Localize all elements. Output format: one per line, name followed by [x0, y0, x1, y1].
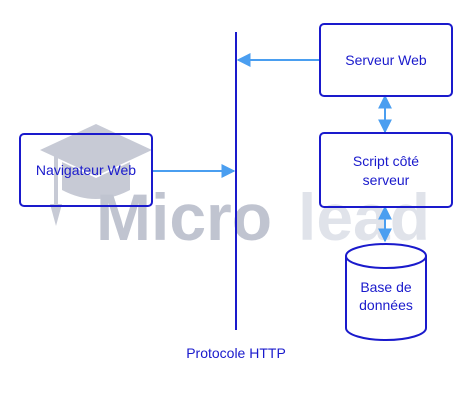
- database-label-line2: données: [359, 297, 413, 313]
- serveur-web-box: [319, 23, 453, 97]
- script-cote-serveur-label-line1: Script côté: [353, 153, 419, 169]
- watermark: Micro lead: [40, 124, 430, 254]
- protocol-http-label: Protocole HTTP: [186, 345, 286, 361]
- database-cylinder: [345, 243, 427, 341]
- watermark-text-dark: Micro: [96, 180, 272, 254]
- graduation-cap-icon: [40, 124, 152, 226]
- navigateur-web-box: [19, 133, 153, 207]
- serveur-web-label: Serveur Web: [345, 52, 427, 68]
- navigateur-web-label: Navigateur Web: [36, 162, 136, 178]
- script-cote-serveur-box: [319, 132, 453, 208]
- script-cote-serveur-label-line2: serveur: [363, 172, 410, 188]
- watermark-text-light: lead: [298, 180, 430, 254]
- database-label-line1: Base de: [360, 279, 412, 295]
